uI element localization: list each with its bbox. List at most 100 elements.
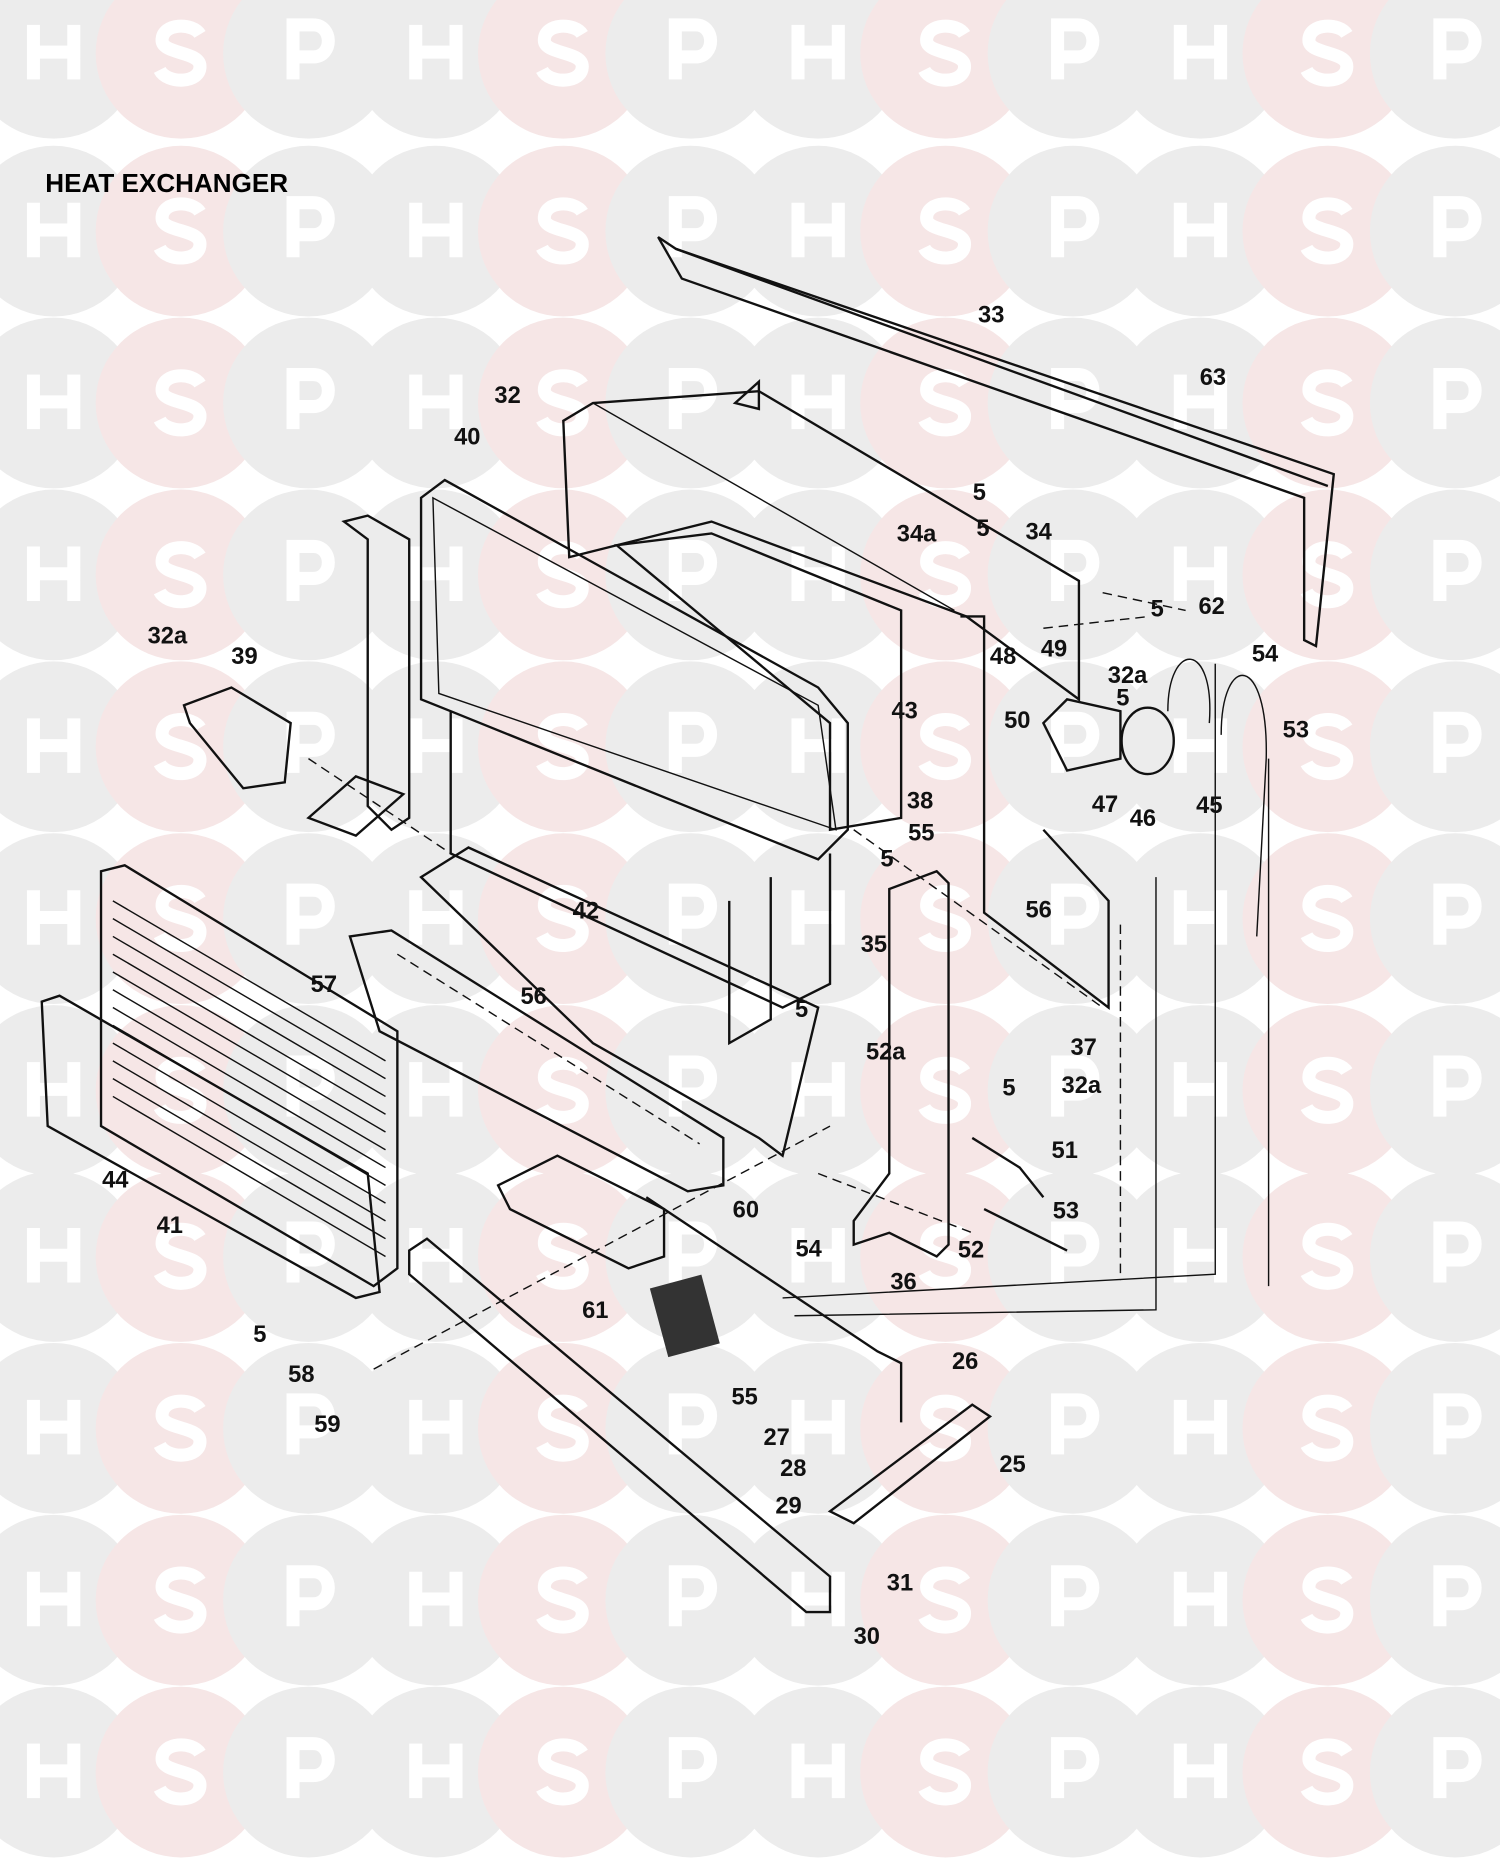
part-label[interactable]: 43 <box>892 698 918 724</box>
gas-valve <box>1041 698 1122 772</box>
grille <box>40 864 399 1300</box>
watermark-letter-glyph <box>26 374 81 430</box>
grille-slat <box>112 1006 386 1169</box>
watermark-letter-glyph <box>286 1055 335 1117</box>
part-label[interactable]: 32 <box>494 383 520 409</box>
part-label[interactable]: 52 <box>958 1238 984 1264</box>
part-label[interactable]: 56 <box>1025 897 1051 923</box>
part-label[interactable]: 61 <box>582 1298 608 1324</box>
part-label[interactable]: 56 <box>520 984 546 1010</box>
part-label[interactable]: 53 <box>1283 717 1309 743</box>
part-label[interactable]: 32a <box>148 624 188 650</box>
grille-slat <box>112 1024 386 1186</box>
heat-exchanger <box>419 478 849 861</box>
flue-duct <box>728 877 772 1046</box>
part-label[interactable]: 51 <box>1052 1138 1078 1164</box>
watermark-letter-glyph <box>1051 539 1100 601</box>
diagram-title: HEAT EXCHANGER <box>45 168 288 198</box>
watermark-circle <box>860 0 1031 139</box>
watermark-letter-glyph <box>668 18 717 80</box>
watermark-letter-glyph <box>1300 1222 1354 1290</box>
part-label[interactable]: 34a <box>897 522 937 548</box>
part-label[interactable]: 44 <box>102 1168 129 1194</box>
casing-edge <box>592 402 955 612</box>
part-label[interactable]: 5 <box>880 846 893 872</box>
part-label[interactable]: 5 <box>976 516 989 542</box>
part-label[interactable]: 63 <box>1200 365 1226 391</box>
part-label[interactable]: 46 <box>1130 806 1156 832</box>
part-label[interactable]: 48 <box>990 644 1016 670</box>
watermark-letter-glyph <box>153 369 207 437</box>
part-label[interactable]: 40 <box>454 425 480 451</box>
watermark-letter-glyph <box>1433 711 1482 773</box>
watermark-letter-glyph <box>791 1743 845 1799</box>
part-label[interactable]: 32a <box>1108 663 1148 689</box>
part-label[interactable]: 55 <box>908 820 934 846</box>
part-label[interactable]: 5 <box>795 997 808 1023</box>
part-label[interactable]: 5 <box>1151 596 1164 622</box>
part-label[interactable]: 54 <box>1252 641 1279 667</box>
left-side-bracket <box>341 514 411 832</box>
part-label[interactable]: 33 <box>978 302 1004 328</box>
watermark-circle <box>477 0 649 139</box>
watermark-letter-glyph <box>1433 18 1482 80</box>
part-label[interactable]: 58 <box>288 1362 314 1388</box>
base-rail <box>827 1403 993 1525</box>
part-label[interactable]: 50 <box>1004 708 1030 734</box>
right-side-bracket <box>852 869 950 1258</box>
part-label[interactable]: 54 <box>795 1236 822 1262</box>
part-label[interactable]: 5 <box>973 480 986 506</box>
part-label[interactable]: 25 <box>999 1452 1025 1478</box>
part-label[interactable]: 55 <box>731 1385 757 1411</box>
watermark-letter-glyph <box>1433 883 1482 945</box>
watermark-circle <box>223 0 394 139</box>
part-label[interactable]: 26 <box>952 1349 978 1375</box>
part-label[interactable]: 31 <box>887 1571 913 1597</box>
grille-slat <box>112 953 386 1115</box>
part-label[interactable]: 5 <box>253 1322 266 1348</box>
part-label[interactable]: 30 <box>854 1624 880 1650</box>
watermark-letter-glyph <box>286 1221 335 1283</box>
watermark-letter-glyph <box>668 883 717 945</box>
part-label[interactable]: 38 <box>907 788 933 814</box>
watermark-letter-glyph <box>409 1743 463 1799</box>
part-label[interactable]: 52a <box>866 1040 906 1066</box>
part-label[interactable]: 34 <box>1025 519 1052 545</box>
watermark-letter-glyph <box>918 1738 972 1806</box>
part-label[interactable]: 27 <box>763 1425 789 1451</box>
part-label[interactable]: 37 <box>1070 1035 1096 1061</box>
part-label[interactable]: 47 <box>1092 792 1118 818</box>
part-label[interactable]: 36 <box>890 1270 916 1296</box>
part-label[interactable]: 62 <box>1199 594 1225 620</box>
part-label[interactable]: 5 <box>1002 1075 1015 1101</box>
part-label[interactable]: 60 <box>733 1197 759 1223</box>
part-label[interactable]: 53 <box>1053 1199 1079 1225</box>
part-label[interactable]: 41 <box>157 1213 183 1239</box>
part-label[interactable]: 28 <box>780 1456 806 1482</box>
heat-exchanger-drawing <box>40 236 1336 1614</box>
watermark-letter-glyph <box>409 24 463 80</box>
part-label[interactable]: 59 <box>314 1412 340 1438</box>
part-label[interactable]: 42 <box>573 899 599 925</box>
part-label[interactable]: 45 <box>1196 793 1222 819</box>
watermark-letter-glyph <box>1173 890 1228 945</box>
part-label[interactable]: 49 <box>1041 637 1067 663</box>
part-label[interactable]: 39 <box>231 644 257 670</box>
part-label[interactable]: 35 <box>861 932 887 958</box>
part-label[interactable]: 29 <box>775 1494 801 1520</box>
grille-rail <box>40 994 381 1300</box>
watermark-circle <box>605 0 777 139</box>
watermark-letter-glyph <box>26 1228 81 1283</box>
part-label[interactable]: 5 <box>1116 685 1129 711</box>
part-label[interactable]: 32a <box>1062 1073 1102 1099</box>
watermark-letter-glyph <box>1173 1571 1228 1627</box>
grille-slats <box>112 900 386 1258</box>
watermark-letter-glyph <box>1433 368 1482 430</box>
watermark-letter-glyph <box>791 1228 845 1283</box>
watermark-letter-glyph <box>1300 885 1354 952</box>
part-label[interactable]: 57 <box>311 972 337 998</box>
watermark-letter-glyph <box>286 18 335 80</box>
watermark-letter-glyph <box>1433 1221 1482 1283</box>
bottom-rail <box>408 1237 832 1614</box>
